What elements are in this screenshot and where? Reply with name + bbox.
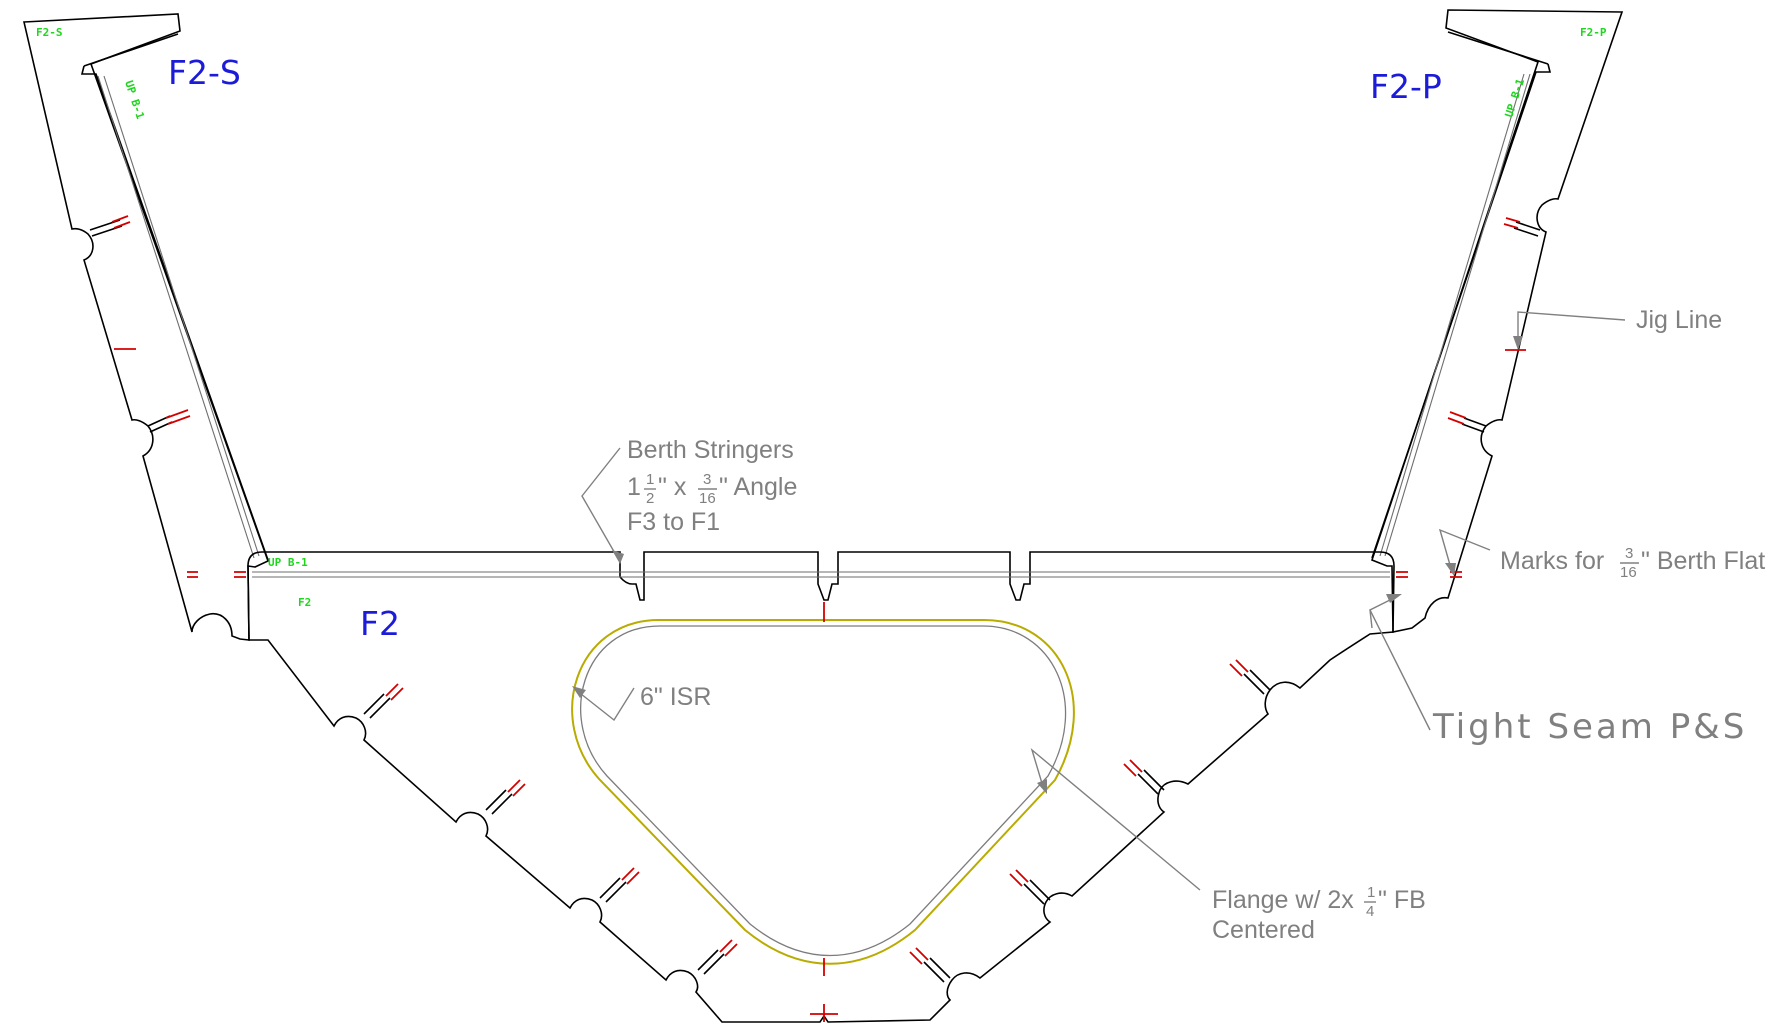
note-tight-seam: Tight Seam P&S [1369,594,1747,747]
f2-stringer-tag: UP B-1 [268,556,308,569]
berth-stringers-line3: F3 to F1 [627,508,720,536]
marks-prefix: Marks for [1500,547,1604,575]
note-marks-berth-flat: Marks for 3 16 " Berth Flat [1438,528,1765,581]
flange-frac-den: 4 [1366,903,1374,920]
f2-s-jig-double-a [97,75,255,559]
f2-cut-marks [234,571,1408,1022]
f2-label: F2 [360,604,400,643]
isr-text: 6" ISR [640,683,711,711]
f2-p-stringer-tag: UP B-1 [1502,77,1527,119]
panel-f2: UP B-1 F2 F2 [234,551,1408,1023]
f2-p-outline [1371,9,1624,633]
berth-stringers-end: " Angle [719,473,797,501]
note-jig-line: Jig Line [1513,306,1722,350]
f2-s-jig-double-b [103,75,260,557]
f2-p-label: F2-P [1370,67,1442,106]
flange-line1-prefix: Flange w/ 2x [1212,886,1354,914]
f2-isr-cutout [580,625,1067,957]
berth-stringers-frac1-num: 1 [646,471,654,488]
f2-p-cut-marks [1447,217,1541,578]
f2-p-jig-double-a [1384,73,1531,557]
f2-s-label: F2-S [168,53,241,92]
berth-stringers-frac1-den: 2 [646,490,654,507]
f2-flange-bar [571,619,1075,965]
marks-suffix: " Berth Flat [1641,547,1765,575]
berth-stringers-whole: 1 [627,473,641,501]
f2-p-stringer-notch [1371,31,1552,559]
f2-p-tag: F2-P [1580,26,1607,39]
berth-stringers-frac2-den: 16 [699,490,716,507]
flange-line1-suffix: " FB [1378,886,1426,914]
note-berth-stringers: Berth Stringers 1 1 2 " x 3 16 " Angle F… [581,436,797,564]
f2-s-outline [23,13,269,641]
f2-p-jig-double-b [1379,73,1525,557]
panel-f2-p: F2-P UP B-1 F2-P [1370,9,1624,633]
f2-s-stringer-tag: UP B-1 [122,79,147,121]
f2-tag: F2 [298,596,311,609]
panel-f2-s: F2-S UP B-1 F2-S [23,13,269,641]
f2-s-cut-marks [89,215,198,578]
berth-stringers-line1: Berth Stringers [627,436,794,464]
f2-s-tag: F2-S [36,26,63,39]
note-isr: 6" ISR [572,683,711,722]
marks-frac-num: 3 [1625,545,1633,562]
flange-frac-num: 1 [1367,884,1375,901]
flange-line2: Centered [1212,916,1315,944]
jig-line-text: Jig Line [1636,306,1722,334]
berth-stringers-frac2-num: 3 [703,471,711,488]
note-flange: Flange w/ 2x 1 4 " FB Centered [1030,747,1426,944]
f2-outline [247,551,1395,1023]
tight-seam-text: Tight Seam P&S [1432,707,1747,747]
berth-stringers-mid: " x [658,473,687,501]
marks-frac-den: 16 [1620,564,1637,581]
